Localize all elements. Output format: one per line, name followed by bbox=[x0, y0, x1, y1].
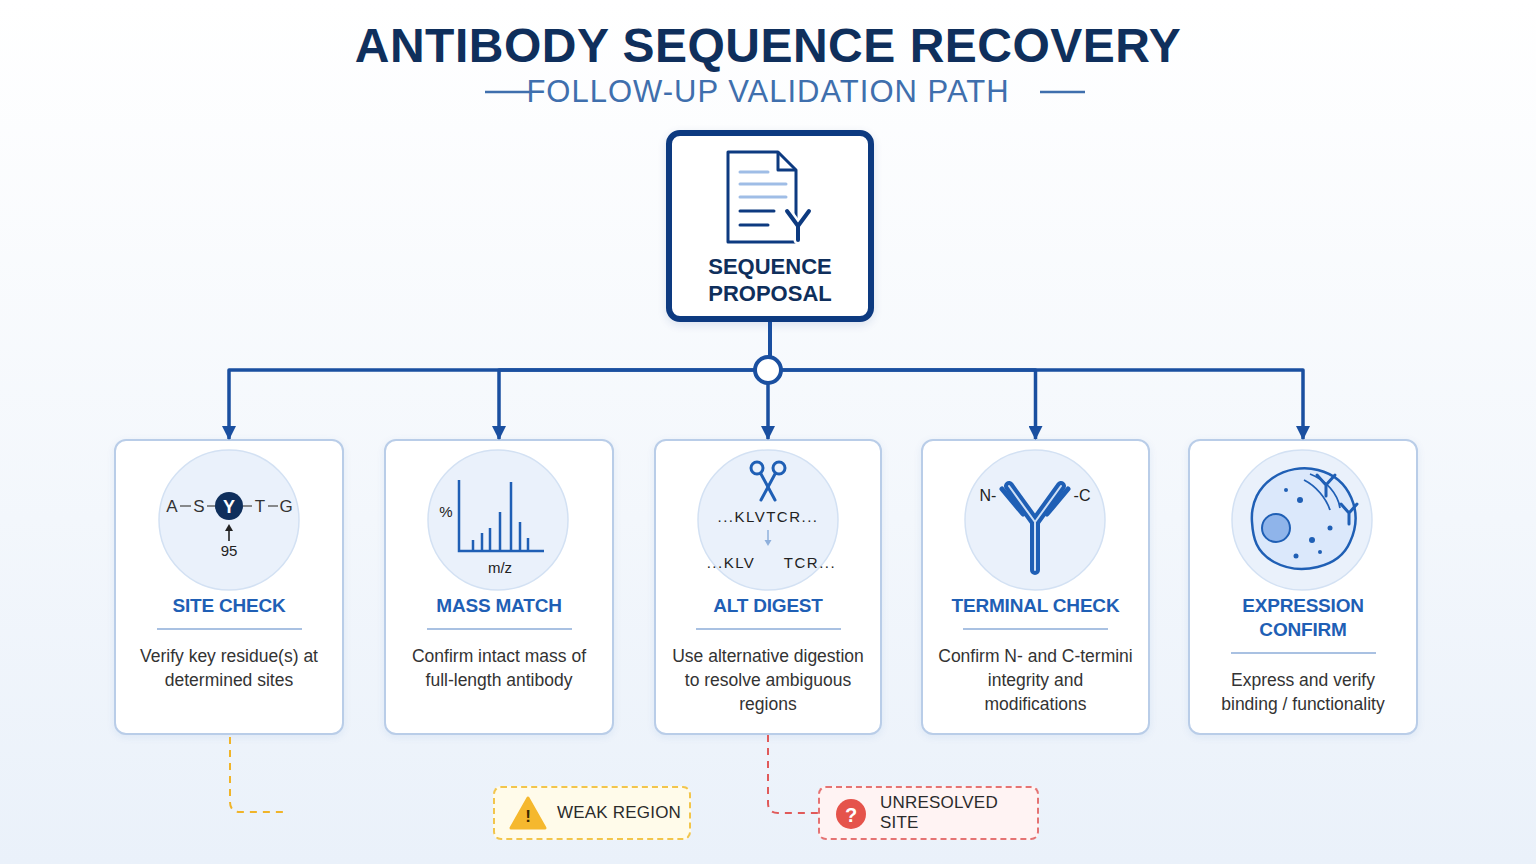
node-heading: WEAK REGION bbox=[557, 803, 681, 823]
validation-step-box: EXPRESSION CONFIRM Express and verify bin… bbox=[1188, 439, 1418, 735]
node-body: Confirm N- and C-termini integrity and m… bbox=[931, 644, 1140, 716]
node-body: Confirm intact mass of full-length antib… bbox=[394, 644, 604, 692]
scissors-icon bbox=[751, 462, 785, 500]
flow-arrow bbox=[768, 322, 770, 439]
heading-rule bbox=[427, 628, 572, 630]
validation-step-box: ALT DIGEST Use alternative digestion to r… bbox=[654, 439, 882, 735]
flow-arrow bbox=[770, 322, 1303, 439]
flow-arrow bbox=[770, 322, 1036, 439]
proposal-box: SEQUENCE PROPOSAL bbox=[666, 130, 874, 322]
heading-rule bbox=[963, 628, 1108, 630]
node-body: Express and verify binding / functionali… bbox=[1198, 668, 1408, 716]
document-icon bbox=[728, 152, 809, 242]
cell-icon bbox=[1252, 468, 1357, 569]
question-icon bbox=[836, 799, 866, 829]
node-heading: TERMINAL CHECK bbox=[931, 594, 1140, 618]
alert-box: UNRESOLVED SITE bbox=[818, 786, 1039, 840]
heading-rule bbox=[157, 628, 302, 630]
connector-group bbox=[229, 322, 1303, 813]
validation-step-box: MASS MATCH Confirm intact mass of full-le… bbox=[384, 439, 614, 735]
node-heading: SITE CHECK bbox=[124, 594, 334, 618]
node-heading: SEQUENCE PROPOSAL bbox=[678, 253, 862, 307]
icon-circles bbox=[159, 450, 1372, 590]
node-heading: EXPRESSION CONFIRM bbox=[1198, 594, 1408, 642]
antibody-icon bbox=[1002, 486, 1068, 570]
dashed-connector bbox=[768, 735, 818, 813]
spectrum-icon bbox=[459, 480, 544, 551]
node-body: Verify key residue(s) at determined site… bbox=[124, 644, 334, 692]
subtitle-rules bbox=[485, 91, 1085, 94]
residue-icon bbox=[180, 492, 278, 541]
heading-rule bbox=[696, 628, 841, 630]
warning-icon bbox=[511, 798, 545, 828]
validation-step-box: SITE CHECK Verify key residue(s) at deter… bbox=[114, 439, 344, 735]
diagram-title: ANTIBODY SEQUENCE RECOVERY bbox=[0, 18, 1536, 73]
node-heading: UNRESOLVED SITE bbox=[880, 793, 1037, 833]
node-body: Use alternative digestion to resolve amb… bbox=[664, 644, 872, 716]
subtitle: FOLLOW-UP VALIDATION PATH bbox=[526, 74, 1009, 110]
flow-arrow bbox=[499, 322, 770, 439]
node-heading: ALT DIGEST bbox=[664, 594, 872, 618]
leader-line bbox=[230, 737, 285, 812]
validation-step-box: TERMINAL CHECK Confirm N- and C-termini i… bbox=[921, 439, 1150, 735]
warning-box: WEAK REGION bbox=[493, 786, 691, 840]
digest-arrow bbox=[765, 530, 772, 546]
heading-rule bbox=[1231, 652, 1376, 654]
node-heading: MASS MATCH bbox=[394, 594, 604, 618]
junction-circle bbox=[755, 357, 781, 383]
flow-arrow bbox=[229, 322, 770, 439]
